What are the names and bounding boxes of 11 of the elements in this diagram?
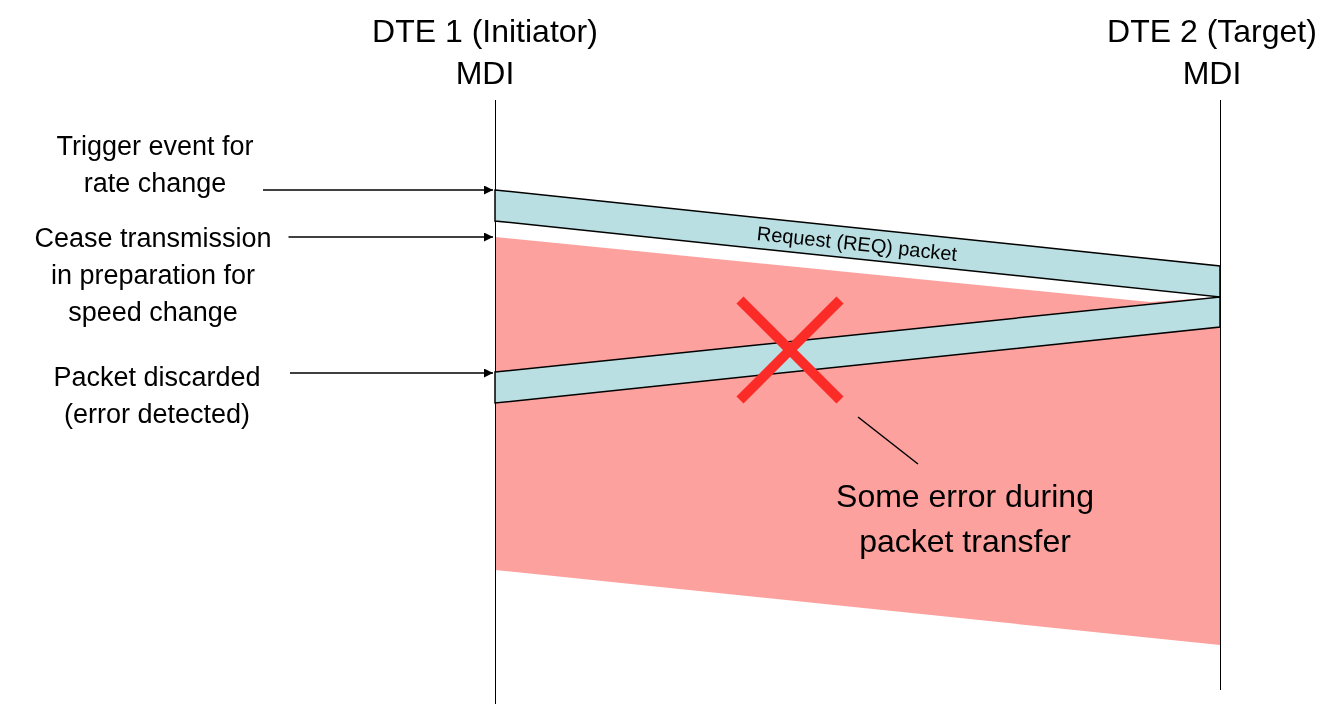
event-label: Trigger event for rate change <box>55 128 255 202</box>
event-label: Packet discarded (error detected) <box>32 359 282 433</box>
lifeline-heading: DTE 2 (Target) MDI <box>1106 12 1318 93</box>
band-label: Request (REQ) packet <box>755 222 959 266</box>
arrow <box>289 368 494 378</box>
event-label: Cease transmission in preparation for speed change <box>25 220 281 331</box>
leader-line <box>857 416 919 465</box>
arrow <box>287 232 494 242</box>
lifeline-heading: DTE 1 (Initiator) MDI <box>371 12 599 93</box>
arrow <box>262 185 494 195</box>
error-note: Some error during packet transfer <box>805 474 1125 564</box>
